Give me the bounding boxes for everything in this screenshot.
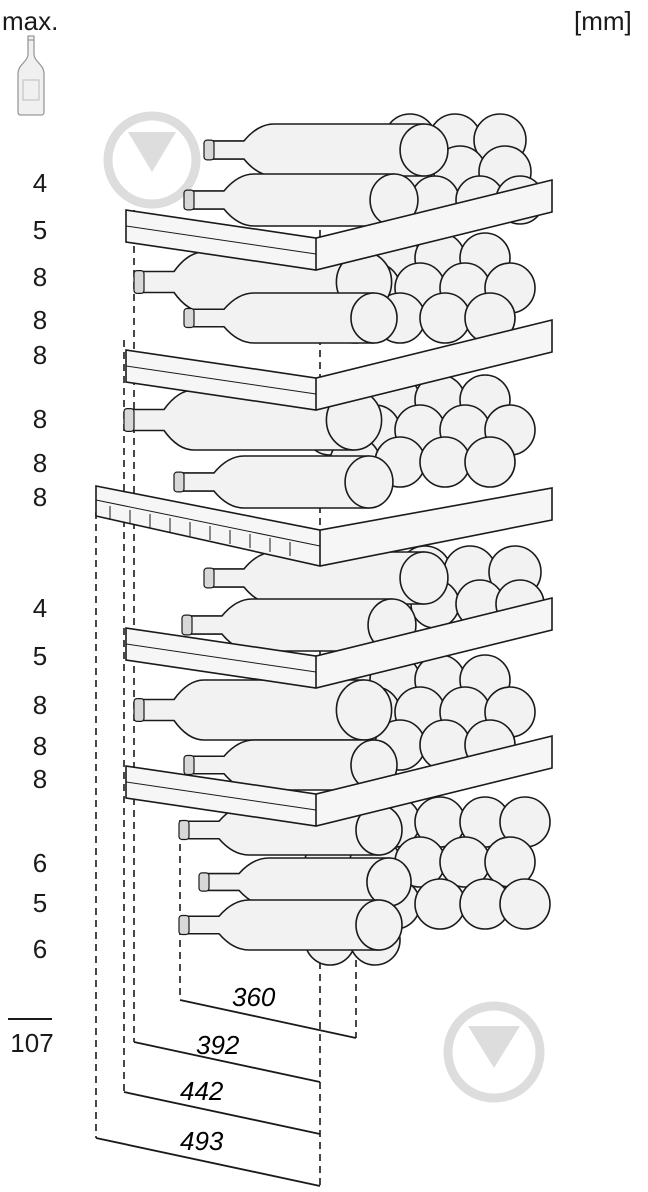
- shelf-bottle-count: 4: [32, 593, 48, 623]
- shelf-bottle-count: 8: [32, 690, 48, 720]
- shelf-tray: [125, 734, 553, 827]
- bottle-side: [203, 551, 449, 605]
- watermark-drop-icon: [443, 996, 545, 1103]
- unit-label: [mm]: [574, 6, 632, 36]
- shelf-bottle-count: 8: [32, 262, 48, 292]
- shelf-bottle-count: 8: [32, 482, 48, 512]
- total-bottle-count: 107: [10, 1028, 54, 1058]
- shelf-tray: [125, 318, 553, 411]
- bottle-side: [183, 292, 398, 344]
- depth-dimension: 442: [180, 1076, 224, 1106]
- bottle-side: [198, 857, 412, 907]
- shelf-bottle-count: 8: [32, 764, 48, 794]
- max-label: max.: [2, 6, 59, 36]
- depth-dimension: 360: [232, 982, 276, 1012]
- bottle-side: [183, 173, 419, 227]
- shelf-tray: [125, 596, 553, 689]
- bottle-end: [419, 292, 471, 344]
- shelf-bottle-count: 8: [32, 340, 48, 370]
- wine-bottle-icon: [17, 35, 45, 116]
- shelf-bottle-count: 8: [32, 731, 48, 761]
- shelf-bottle-count: 8: [32, 305, 48, 335]
- bottle-end: [464, 436, 516, 488]
- shelf-bottle-count: 6: [32, 848, 48, 878]
- shelf-bottle-count: 8: [32, 404, 48, 434]
- bottle-side: [133, 679, 393, 741]
- depth-dimension: 392: [196, 1030, 240, 1060]
- depth-dimension: 493: [180, 1126, 224, 1156]
- watermark-drop-icon: [103, 106, 201, 209]
- shelf-tray-wide: [95, 485, 553, 567]
- shelf-bottle-count: 8: [32, 448, 48, 478]
- shelf-bottle-count: 5: [32, 888, 48, 918]
- shelf-tray: [125, 178, 553, 271]
- shelf-bottle-count: 5: [32, 215, 48, 245]
- bottle-side: [173, 455, 394, 509]
- bottle-end: [419, 436, 471, 488]
- bottle-side: [203, 123, 449, 177]
- shelf-bottle-count: 4: [32, 168, 48, 198]
- shelf-bottle-count: 5: [32, 641, 48, 671]
- total-rule: [8, 1018, 52, 1020]
- bottle-end: [414, 878, 466, 930]
- bottle-side: [178, 899, 403, 951]
- shelf-bottle-count: 6: [32, 934, 48, 964]
- bottle-end: [499, 878, 551, 930]
